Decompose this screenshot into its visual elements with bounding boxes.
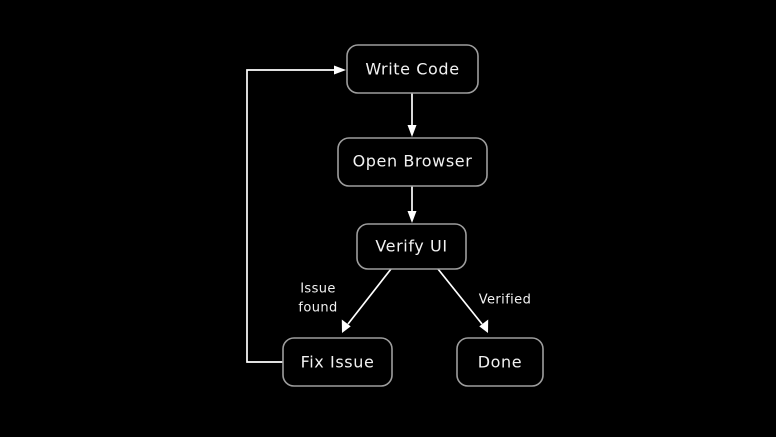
node-fix-issue-label: Fix Issue xyxy=(301,353,375,372)
edge-label-issue-found-line1: Issue xyxy=(300,282,336,297)
node-done-label: Done xyxy=(478,353,523,372)
node-fix-issue-box[interactable] xyxy=(282,337,393,387)
node-verify-ui-label: Verify UI xyxy=(375,237,447,256)
node-done[interactable]: Done xyxy=(456,337,544,387)
node-fix-issue[interactable]: Fix Issue xyxy=(282,337,393,387)
node-write-code-label: Write Code xyxy=(365,60,459,79)
edge-fix-issue-to-write-code xyxy=(246,65,346,363)
node-write-code-box[interactable] xyxy=(346,44,479,94)
node-open-browser-label: Open Browser xyxy=(353,152,473,171)
edge-label-verified: Verified xyxy=(479,293,531,308)
node-open-browser-box[interactable] xyxy=(337,137,488,187)
edge-write-code-to-open-browser xyxy=(407,93,417,137)
edge-verify-ui-to-done xyxy=(437,268,489,333)
edge-label-issue-found-line2: found xyxy=(298,301,337,316)
edge-verify-ui-to-fix-issue xyxy=(341,268,392,333)
node-verify-ui-box[interactable] xyxy=(356,223,467,270)
node-write-code[interactable]: Write Code xyxy=(346,44,479,94)
edge-open-browser-to-verify-ui xyxy=(407,186,417,223)
node-verify-ui[interactable]: Verify UI xyxy=(356,223,467,270)
node-done-box[interactable] xyxy=(456,337,544,387)
node-open-browser[interactable]: Open Browser xyxy=(337,137,488,187)
